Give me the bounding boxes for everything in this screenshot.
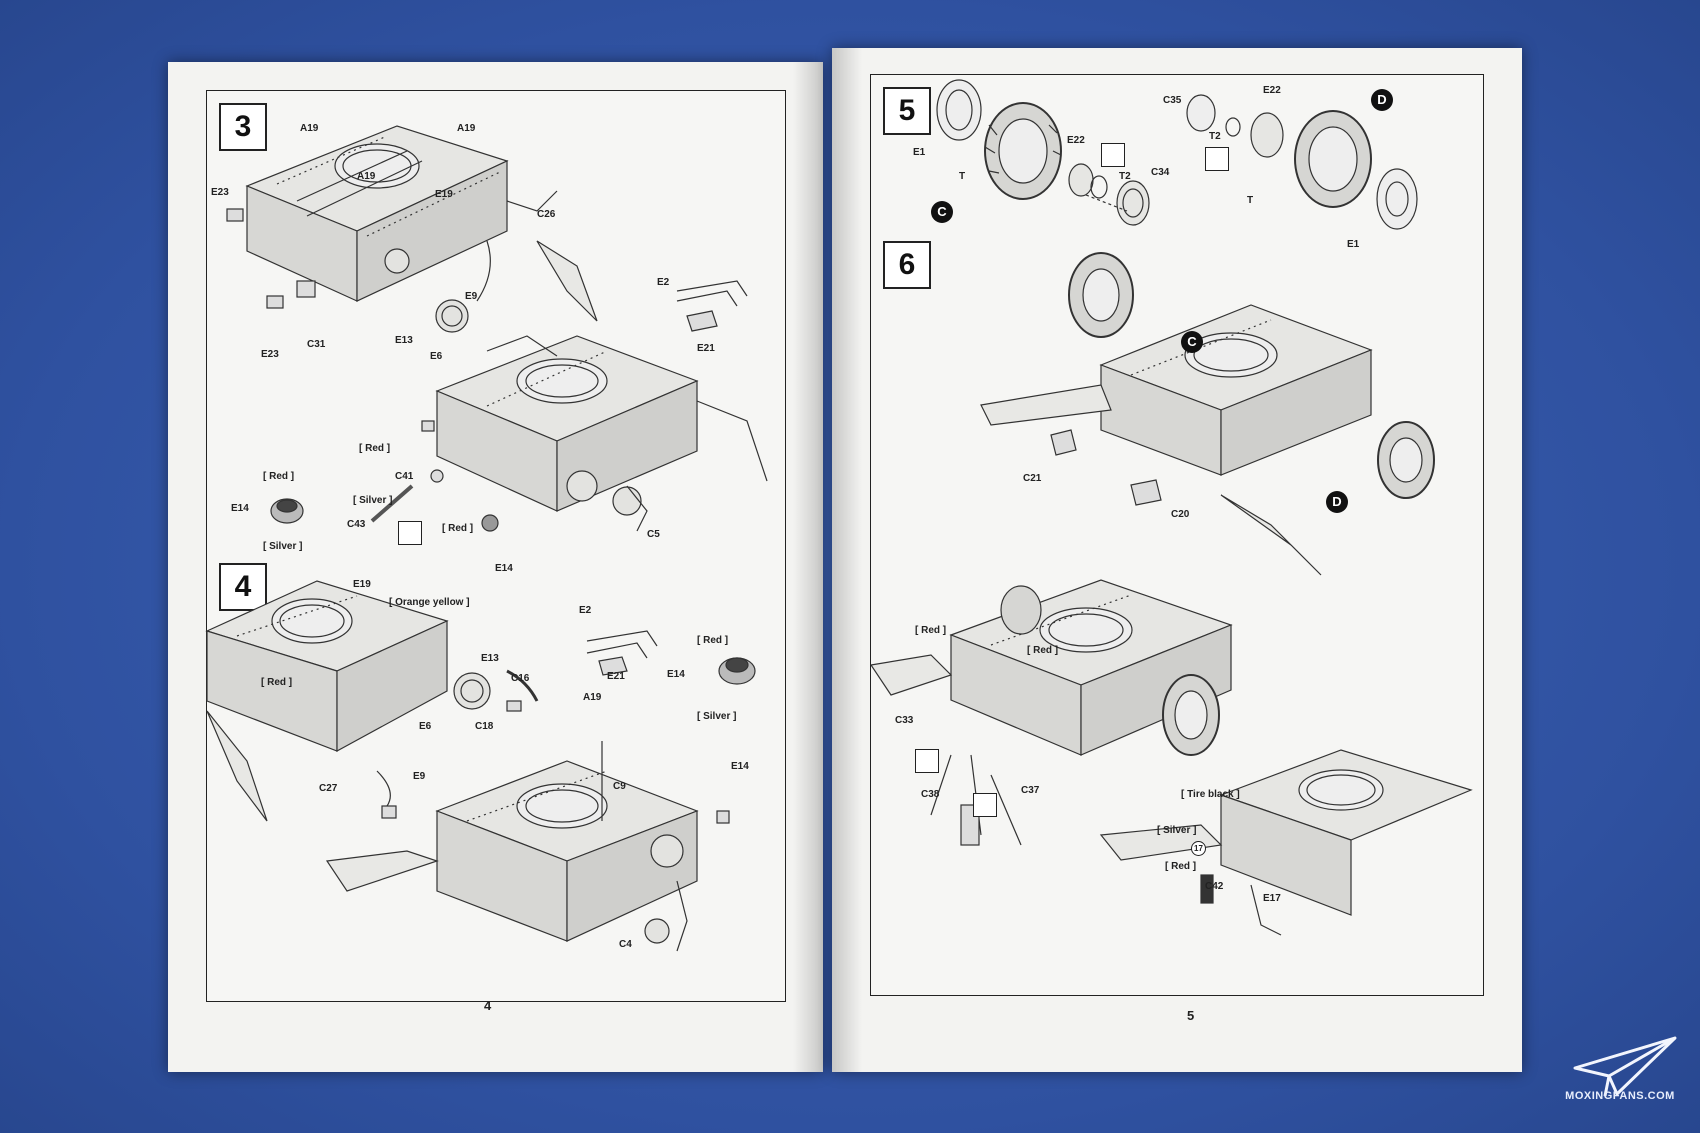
paint-callout: Silver bbox=[263, 541, 302, 552]
part-label: A19 bbox=[357, 171, 376, 182]
part-label: T bbox=[959, 171, 966, 182]
part-label: E6 bbox=[430, 351, 443, 362]
wheel-marker-c: C bbox=[931, 201, 953, 223]
part-label: E21 bbox=[607, 671, 625, 682]
part-label: A19 bbox=[583, 692, 602, 703]
step-number-4: 4 bbox=[219, 563, 267, 611]
tool-icon bbox=[398, 521, 422, 545]
tool-icon bbox=[1205, 147, 1229, 171]
part-label: T bbox=[1247, 195, 1254, 206]
part-label: E23 bbox=[261, 349, 279, 360]
part-label: C26 bbox=[537, 209, 556, 220]
watermark-text: MOXINGFANS.COM bbox=[1565, 1090, 1675, 1102]
paint-callout: Silver bbox=[1157, 825, 1196, 836]
part-label: C37 bbox=[1021, 785, 1040, 796]
part-label: C5 bbox=[647, 529, 660, 540]
page-spine-shadow bbox=[832, 48, 862, 1072]
step4-hull-drawing bbox=[205, 580, 756, 952]
part-label: E2 bbox=[579, 605, 592, 616]
tool-icon bbox=[915, 749, 939, 773]
step-reference: 17 bbox=[1191, 841, 1206, 856]
part-label: C21 bbox=[1023, 473, 1042, 484]
paint-callout: Red bbox=[261, 677, 292, 688]
part-label: E19 bbox=[353, 579, 371, 590]
instruction-page-left: 3 bbox=[168, 62, 823, 1072]
part-label: E23 bbox=[211, 187, 229, 198]
part-label: E2 bbox=[657, 277, 670, 288]
part-label: A19 bbox=[300, 123, 319, 134]
wheel-marker-d: D bbox=[1371, 89, 1393, 111]
paint-callout: Red bbox=[915, 625, 946, 636]
page-number: 4 bbox=[484, 998, 492, 1013]
step6-chassis-drawing bbox=[869, 252, 1473, 936]
part-label: T2 bbox=[1119, 171, 1131, 182]
part-label: C20 bbox=[1171, 509, 1190, 520]
part-label: E13 bbox=[481, 653, 499, 664]
tool-icon bbox=[973, 793, 997, 817]
part-label: C41 bbox=[395, 471, 414, 482]
step5-wheel-drawing bbox=[936, 79, 1418, 230]
page-frame: 3 bbox=[205, 90, 786, 1002]
part-label: E22 bbox=[1067, 135, 1085, 146]
part-label: E13 bbox=[395, 335, 413, 346]
part-label: E14 bbox=[667, 669, 685, 680]
page-number: 5 bbox=[1187, 1008, 1195, 1023]
tool-icon bbox=[1101, 143, 1125, 167]
paint-callout: Red bbox=[263, 471, 294, 482]
part-label: C34 bbox=[1151, 167, 1170, 178]
part-label: C35 bbox=[1163, 95, 1182, 106]
part-label: E19 bbox=[435, 189, 453, 200]
part-label: E1 bbox=[913, 147, 926, 158]
part-label: C33 bbox=[895, 715, 914, 726]
step-number-5: 5 bbox=[883, 87, 931, 135]
step3-hull-drawing bbox=[226, 125, 768, 532]
paint-callout: Red bbox=[1027, 645, 1058, 656]
part-label: C38 bbox=[921, 789, 940, 800]
step-number-3: 3 bbox=[219, 103, 267, 151]
part-label: C43 bbox=[347, 519, 366, 530]
paper-plane-logo-icon bbox=[1573, 1036, 1677, 1097]
part-label: E14 bbox=[231, 503, 249, 514]
part-label: E17 bbox=[1263, 893, 1281, 904]
part-label: C31 bbox=[307, 339, 326, 350]
part-label: E21 bbox=[697, 343, 715, 354]
paint-callout: Silver bbox=[697, 711, 736, 722]
wheel-marker-c: C bbox=[1181, 331, 1203, 353]
paint-callout: Red bbox=[697, 635, 728, 646]
instruction-page-right: 5 bbox=[832, 48, 1522, 1072]
part-label: A19 bbox=[457, 123, 476, 134]
wheel-marker-d: D bbox=[1326, 491, 1348, 513]
paint-callout: Tire black bbox=[1181, 789, 1240, 800]
part-label: E6 bbox=[419, 721, 432, 732]
part-label: C42 bbox=[1205, 881, 1224, 892]
page-spine-shadow bbox=[793, 62, 823, 1072]
part-label: E9 bbox=[413, 771, 426, 782]
part-label: T2 bbox=[1209, 131, 1221, 142]
paint-callout: Red bbox=[442, 523, 473, 534]
part-label: C18 bbox=[475, 721, 494, 732]
part-label: C9 bbox=[613, 781, 626, 792]
paint-callout: Red bbox=[359, 443, 390, 454]
paint-callout: Red bbox=[1165, 861, 1196, 872]
part-label: E9 bbox=[465, 291, 478, 302]
paint-callout: Silver bbox=[353, 495, 392, 506]
part-label: E14 bbox=[731, 761, 749, 772]
part-label: C16 bbox=[511, 673, 530, 684]
page-frame: 5 bbox=[869, 74, 1484, 996]
part-label: E1 bbox=[1347, 239, 1360, 250]
part-label: E22 bbox=[1263, 85, 1281, 96]
part-label: E14 bbox=[495, 563, 513, 574]
step-number-6: 6 bbox=[883, 241, 931, 289]
part-label: C4 bbox=[619, 939, 632, 950]
paint-callout: Orange yellow bbox=[389, 597, 470, 608]
part-label: C27 bbox=[319, 783, 338, 794]
